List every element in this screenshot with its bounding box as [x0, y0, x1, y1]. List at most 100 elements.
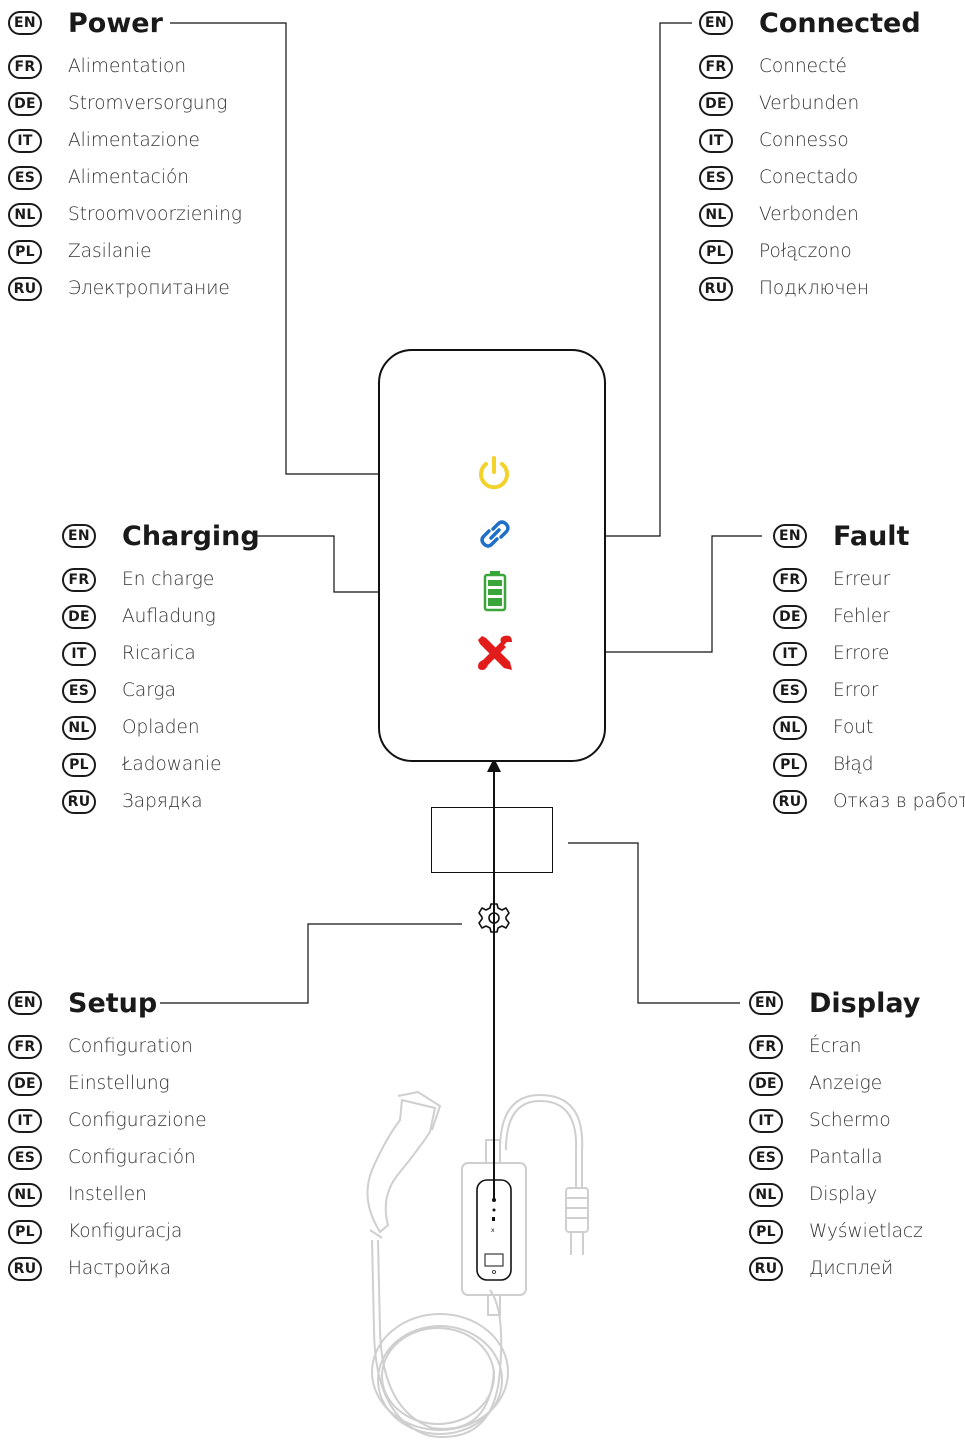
language-badge-pl: PL — [749, 1219, 783, 1244]
pointer-arrow-head — [487, 758, 501, 772]
charger-device — [378, 349, 606, 762]
display-label-de: DE Anzeige — [749, 1065, 965, 1102]
language-badge-nl: NL — [62, 715, 96, 740]
language-badge-it: IT — [773, 641, 807, 666]
fault-text-pl: Błąd — [833, 754, 874, 775]
connected-text-en: Connected — [759, 7, 921, 39]
charging-label-es: ES Carga — [62, 672, 342, 709]
fault-text-es: Error — [833, 680, 879, 701]
svg-text:x: x — [491, 1227, 495, 1234]
display-label-pl: PL Wyświetlacz — [749, 1213, 965, 1250]
setup-text-es: Configuración — [68, 1147, 196, 1168]
power-text-ru: Электропитание — [68, 278, 230, 299]
language-badge-nl: NL — [8, 202, 42, 227]
language-badge-it: IT — [749, 1108, 783, 1133]
device-display-screen — [431, 807, 553, 873]
language-badge-it: IT — [699, 128, 733, 153]
language-badge-fr: FR — [8, 54, 42, 79]
connected-text-es: Conectado — [759, 167, 859, 188]
power-icon — [479, 456, 509, 490]
power-label-it: IT Alimentazione — [8, 122, 288, 159]
fault-text-en: Fault — [833, 520, 910, 552]
display-text-de: Anzeige — [809, 1073, 883, 1094]
fault-label-pl: PL Błąd — [773, 746, 965, 783]
wrench-screwdriver-icon — [478, 635, 512, 670]
charging-label-it: IT Ricarica — [62, 635, 342, 672]
language-badge-en: EN — [62, 524, 96, 548]
language-badge-de: DE — [8, 91, 42, 116]
setup-text-fr: Configuration — [68, 1036, 193, 1057]
language-badge-en: EN — [699, 11, 733, 35]
connected-text-nl: Verbonden — [759, 204, 859, 225]
charging-text-fr: En charge — [122, 569, 215, 590]
language-badge-pl: PL — [773, 752, 807, 777]
language-badge-ru: RU — [8, 1256, 42, 1281]
power-text-it: Alimentazione — [68, 130, 200, 151]
display-text-nl: Display — [809, 1184, 878, 1205]
setup-text-en: Setup — [68, 987, 158, 1019]
language-badge-es: ES — [8, 165, 42, 190]
power-label-fr: FR Alimentation — [8, 48, 288, 85]
language-badge-it: IT — [62, 641, 96, 666]
connected-label-en: EN Connected — [699, 0, 965, 48]
display-text-pl: Wyświetlacz — [809, 1221, 923, 1242]
language-badge-ru: RU — [749, 1256, 783, 1281]
language-badge-es: ES — [62, 678, 96, 703]
charging-text-pl: Ładowanie — [122, 754, 222, 775]
power-text-fr: Alimentation — [68, 56, 187, 77]
battery-icon — [483, 571, 507, 612]
fault-text-ru: Отказ в работе — [833, 791, 965, 812]
setup-text-ru: Настройка — [68, 1258, 172, 1279]
fault-text-it: Errore — [833, 643, 890, 664]
language-badge-it: IT — [8, 128, 42, 153]
charging-text-ru: Зарядка — [122, 791, 203, 812]
connected-text-ru: Подключен — [759, 278, 870, 299]
connected-text-pl: Połączono — [759, 241, 852, 262]
language-badge-pl: PL — [62, 752, 96, 777]
language-badge-ru: RU — [62, 789, 96, 814]
language-badge-fr: FR — [62, 567, 96, 592]
language-badge-es: ES — [773, 678, 807, 703]
language-badge-nl: NL — [699, 202, 733, 227]
language-badge-it: IT — [8, 1108, 42, 1133]
charging-text-es: Carga — [122, 680, 176, 701]
language-badge-en: EN — [749, 991, 783, 1015]
fault-text-fr: Erreur — [833, 569, 891, 590]
language-badge-de: DE — [749, 1071, 783, 1096]
link-icon — [480, 520, 510, 548]
language-badge-pl: PL — [8, 1219, 42, 1244]
language-badge-fr: FR — [749, 1034, 783, 1059]
charging-text-it: Ricarica — [122, 643, 196, 664]
connected-text-fr: Connecté — [759, 56, 847, 77]
power-text-en: Power — [68, 7, 163, 39]
setup-text-de: Einstellung — [68, 1073, 170, 1094]
display-leader-line — [568, 842, 740, 1004]
language-badge-de: DE — [8, 1071, 42, 1096]
charging-label-ru: RU Зарядка — [62, 783, 342, 820]
language-badge-fr: FR — [699, 54, 733, 79]
language-badge-es: ES — [749, 1145, 783, 1170]
language-badge-de: DE — [699, 91, 733, 116]
